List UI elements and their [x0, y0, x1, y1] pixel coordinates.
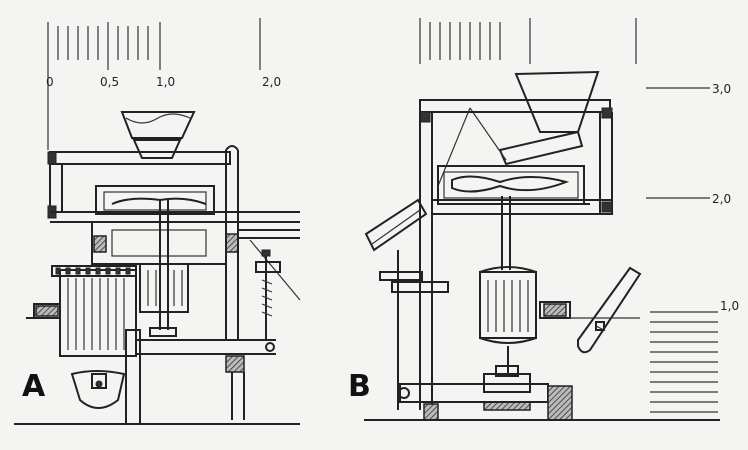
- handle-b: [568, 266, 642, 354]
- right-scale-tick-3-0: 3,0: [712, 82, 731, 96]
- right-scale-tick-1-0: 1,0: [720, 299, 739, 313]
- side-bearing-a: [26, 303, 61, 319]
- left-scale-tick-0: 0: [46, 75, 54, 89]
- lever-a: [125, 329, 276, 425]
- left-scale-tick-0-5: 0,5: [100, 75, 119, 89]
- right-scale-tick-2-0: 2,0: [712, 192, 731, 206]
- lever-b: [398, 383, 573, 421]
- b-top-ruler: [419, 18, 637, 64]
- screw-a: [255, 249, 281, 340]
- right-column-a: [225, 145, 301, 420]
- chute-b: [364, 198, 428, 252]
- left-scale-tick-2-0: 2,0: [262, 75, 281, 89]
- side-bearing-b: [539, 301, 571, 319]
- grinding-chamber-b: [437, 165, 590, 205]
- side-rod-b: [379, 250, 449, 410]
- hopper-b: [437, 70, 600, 187]
- motor-a: [51, 200, 189, 357]
- machine-b: B: [348, 18, 720, 421]
- left-scale-tick-1-0: 1,0: [156, 75, 175, 89]
- right-scale-ruler: 3,0 2,0 1,0: [646, 82, 739, 413]
- grinding-chamber-a: [91, 185, 239, 265]
- panel-label-b: B: [348, 369, 371, 404]
- machine-a: A: [14, 111, 301, 425]
- frame-b: [419, 99, 613, 421]
- panel-label-a: A: [22, 369, 46, 404]
- left-scale-ruler: 0 0,5 1,0 2,0: [46, 18, 281, 150]
- outlet-a: [70, 370, 126, 409]
- motor-b: [479, 196, 537, 411]
